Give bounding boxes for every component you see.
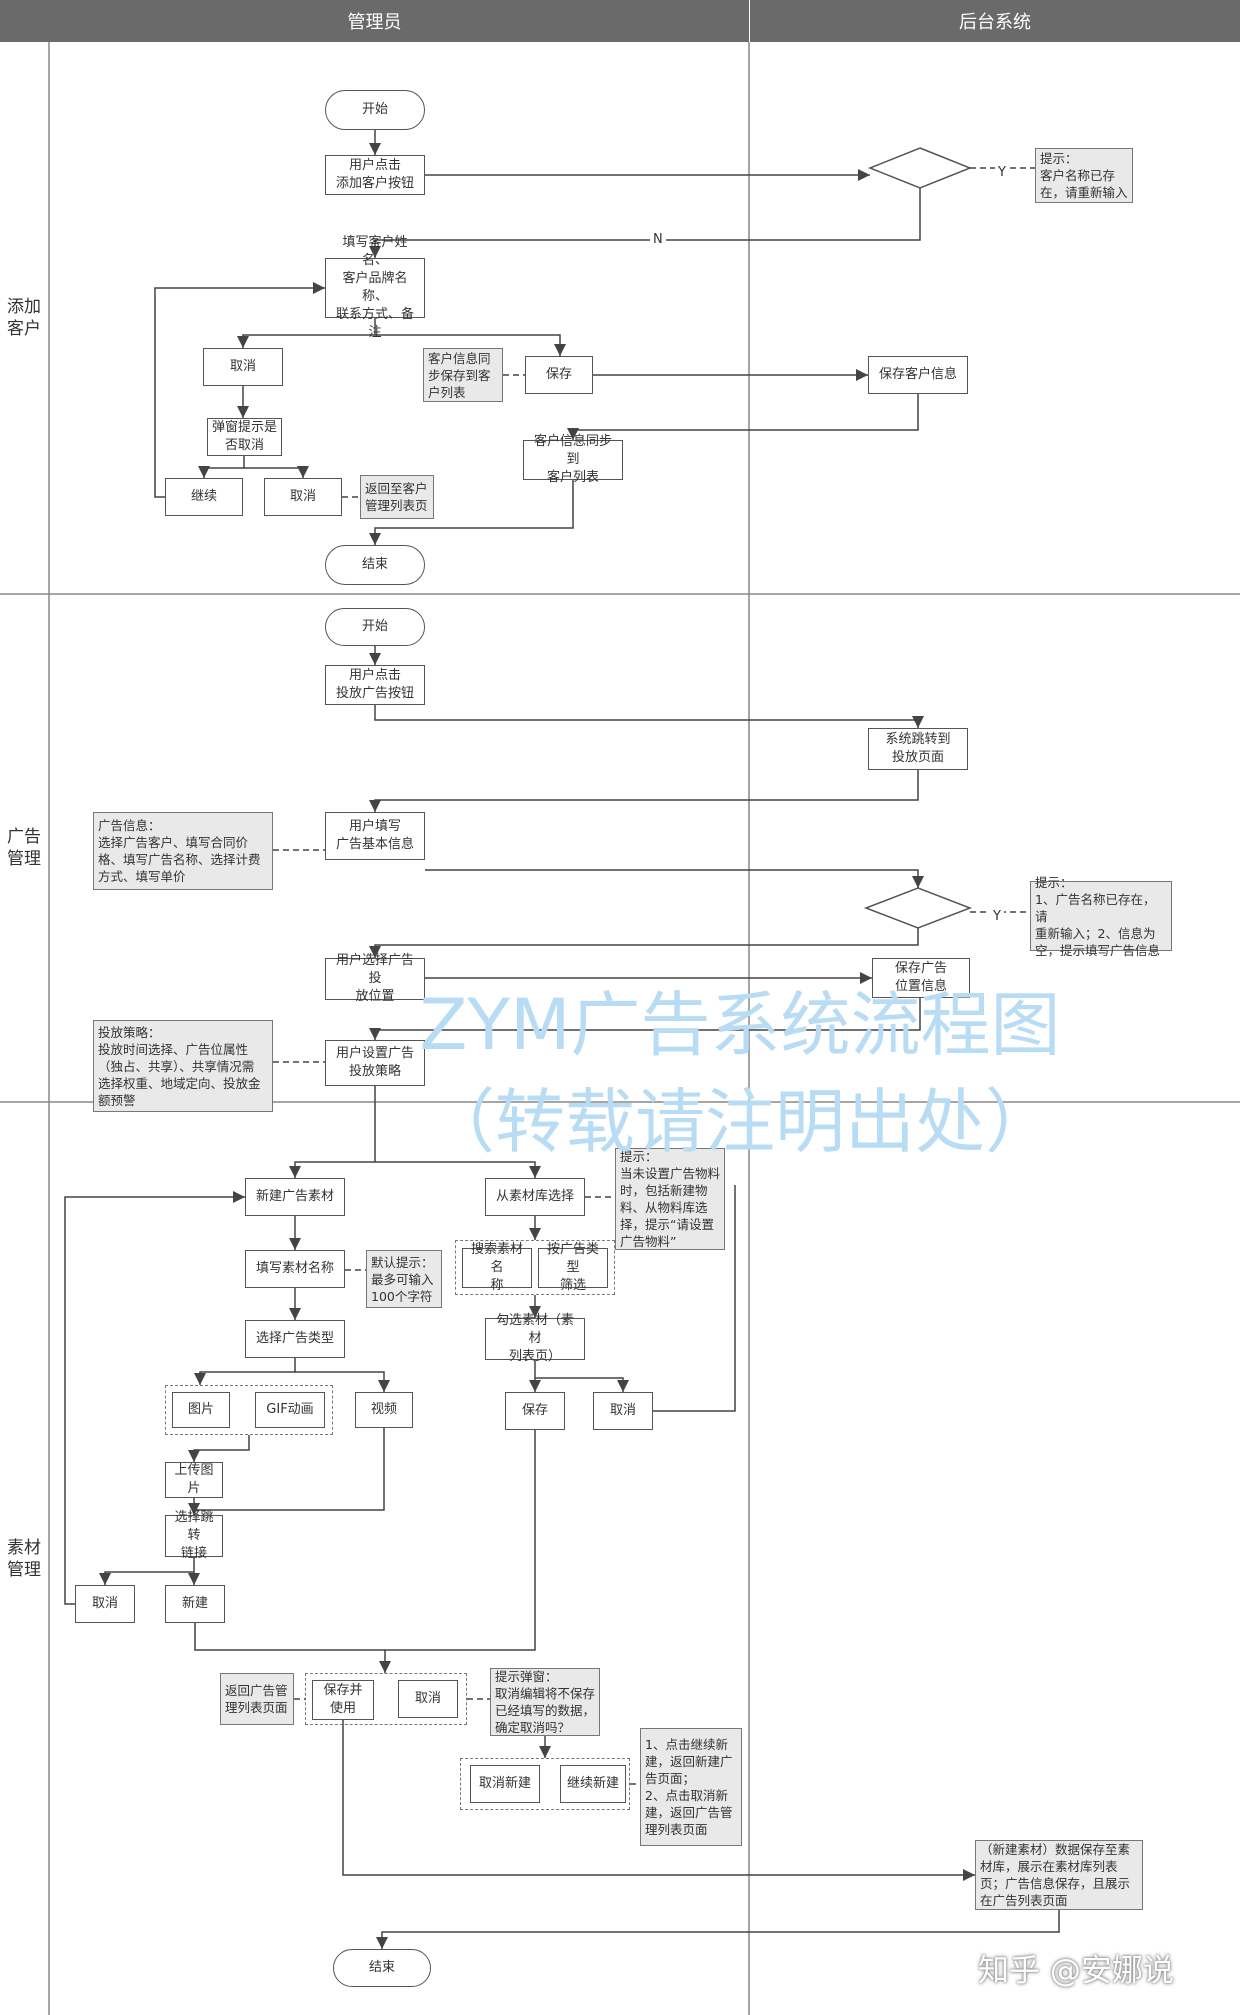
s3-create: 新建	[165, 1585, 225, 1623]
zhihu-credit: 知乎 @安娜说	[978, 1953, 1174, 1989]
s1-click-add-client: 用户点击 添加客户按钮	[325, 155, 425, 195]
connector-3	[369, 188, 921, 258]
lane-label-ad-manage: 广告 管理	[7, 827, 41, 869]
s2-save-position: 保存广告 位置信息	[872, 958, 970, 998]
s1-sync-to-list: 客户信息同步到 客户列表	[523, 434, 623, 485]
s2-choose-position: 用户选择广告投 放位置	[325, 953, 425, 1004]
s2-jump-page: 系统跳转到 投放页面	[868, 728, 968, 770]
s3-media-group	[165, 1385, 333, 1435]
s3-select-link: 选择跳转 链接	[165, 1510, 223, 1561]
s2-fill-basic-info: 用户填写 广告基本信息	[325, 812, 425, 860]
connector-44	[379, 1430, 536, 1673]
connector-16	[374, 705, 924, 728]
watermark-title: ZYM广告系统流程图	[419, 984, 1061, 1066]
s3-search-name: 搜索素材名 称	[462, 1242, 532, 1293]
s3-choose-type: 选择广告类型	[245, 1320, 345, 1358]
s1-fill-client-info: 填写客户姓名、 客户品牌名称、 联系方式、备注	[325, 235, 425, 340]
s3-cancel-2: 取消	[75, 1585, 135, 1623]
connector-34	[295, 1371, 390, 1392]
lane-header-backend: 后台系统	[750, 0, 1240, 42]
s3-continue-create: 继续新建	[560, 1765, 626, 1803]
connector-45	[194, 1623, 385, 1651]
connector-38	[194, 1428, 385, 1511]
s1-yes-label: Y	[995, 166, 1009, 180]
s3-end: 结束	[333, 1949, 431, 1987]
s1-back-note: 返回至客户 管理列表页	[360, 475, 434, 519]
s1-continue: 继续	[165, 478, 243, 516]
connector-19	[425, 869, 924, 888]
connector-36	[535, 1377, 629, 1392]
connector-13	[154, 282, 325, 498]
lane-label-add-client: 添加 客户	[7, 297, 41, 339]
s1-cancel: 取消	[203, 348, 283, 386]
connector-42	[64, 1191, 245, 1605]
s1-popup-confirm: 弹窗提示是 否取消	[207, 418, 282, 456]
lane-header-admin: 管理员	[0, 0, 749, 42]
connector-50	[342, 1720, 975, 1881]
s2-ad-info-note: 广告信息： 选择广告客户、填写合同价 格、填写广告名称、选择计费 方式、填写单价	[93, 812, 273, 890]
s1-check-same-diamond	[867, 147, 973, 189]
connector-37	[188, 1435, 250, 1462]
s3-back-note: 返回广告管 理列表页面	[220, 1673, 294, 1725]
connector-10	[198, 456, 245, 478]
connector-5	[237, 334, 375, 348]
watermark-subtitle: （转载请注明出处）	[425, 1081, 1055, 1163]
s1-start: 开始	[325, 90, 425, 130]
s2-hint-note: 提示： 1、广告名称已存在，请 重新输入；2、信息为 空，提示填写广告信息	[1030, 875, 1172, 958]
connector-21	[369, 928, 919, 958]
connector-9	[567, 394, 919, 440]
s1-end: 结束	[325, 545, 425, 585]
s1-hint-exists-note: 提示： 客户名称已存 在，请重新输入	[1035, 148, 1133, 203]
s2-yes-label: Y	[990, 910, 1004, 924]
s3-popup-note: 提示弹窗： 取消编辑将不保存 已经填写的数据， 确定取消吗？	[490, 1668, 600, 1736]
connector-33	[194, 1358, 296, 1385]
s3-hint-note: 提示： 当未设置广告物料 时，包括新建物 料、从物料库选 择，提示“请设置 广告…	[615, 1148, 725, 1250]
s3-final-note: （新建素材）数据保存至素 材库，展示在素材库列表 页；广告信息保存，且展示 在广…	[975, 1840, 1143, 1910]
s3-default-note: 默认提示： 最多可输入 100个字符	[366, 1250, 442, 1308]
s3-save: 保存	[505, 1392, 565, 1430]
s3-cancel-3: 取消	[398, 1680, 458, 1718]
s3-popup-buttons-group	[460, 1758, 630, 1810]
s1-no-label: N	[650, 233, 666, 247]
s3-check-material: 勾选素材（素材 列表页）	[485, 1313, 585, 1364]
connector-26	[375, 1161, 541, 1178]
connector-43	[653, 1185, 736, 1412]
s3-result-note: 1、点击继续新 建，返回新建广 告页面； 2、点击取消新 建，返回广告管 理列表…	[640, 1728, 742, 1846]
s2-click-ad: 用户点击 投放广告按钮	[325, 665, 425, 705]
s2-set-strategy: 用户设置广告 投放策略	[325, 1040, 425, 1086]
s2-start: 开始	[325, 608, 425, 646]
s2-strategy-note: 投放策略： 投放时间选择、广告位属性 （独占、共享）、共享情况需 选择权重、地域…	[93, 1020, 273, 1112]
connector-17	[369, 770, 919, 812]
connector-25	[289, 1086, 376, 1178]
s3-fill-name: 填写素材名称	[245, 1250, 345, 1288]
s3-upload-image: 上传图片	[165, 1462, 223, 1498]
connector-4	[374, 318, 566, 356]
s3-gif: GIF动画	[255, 1392, 325, 1428]
s3-search-group	[455, 1240, 615, 1295]
connector-51	[376, 1910, 1060, 1949]
s3-new-material: 新建广告素材	[245, 1178, 345, 1216]
s2-verify-name-diamond	[863, 887, 973, 929]
connector-40	[99, 1557, 195, 1585]
s3-image: 图片	[172, 1392, 230, 1428]
lane-label-material-manage: 素材 管理	[7, 1537, 41, 1580]
connector-14	[369, 480, 574, 545]
s1-cancel-2: 取消	[264, 478, 342, 516]
s3-filter-type: 按广告类型 筛选	[538, 1242, 608, 1293]
connector-23	[369, 998, 921, 1040]
s3-cancel: 取消	[593, 1392, 653, 1430]
s3-save-and-use: 保存并 使用	[312, 1680, 374, 1720]
s1-save: 保存	[525, 356, 593, 394]
connector-11	[244, 466, 309, 478]
s1-sync-note: 客户信息同 步保存到客 户列表	[423, 348, 503, 402]
s3-save-cancel-group	[305, 1673, 467, 1725]
s3-video: 视频	[355, 1392, 413, 1428]
s1-save-client-info: 保存客户信息	[868, 356, 968, 394]
s3-from-library: 从素材库选择	[485, 1178, 585, 1216]
s3-cancel-create: 取消新建	[470, 1765, 540, 1803]
